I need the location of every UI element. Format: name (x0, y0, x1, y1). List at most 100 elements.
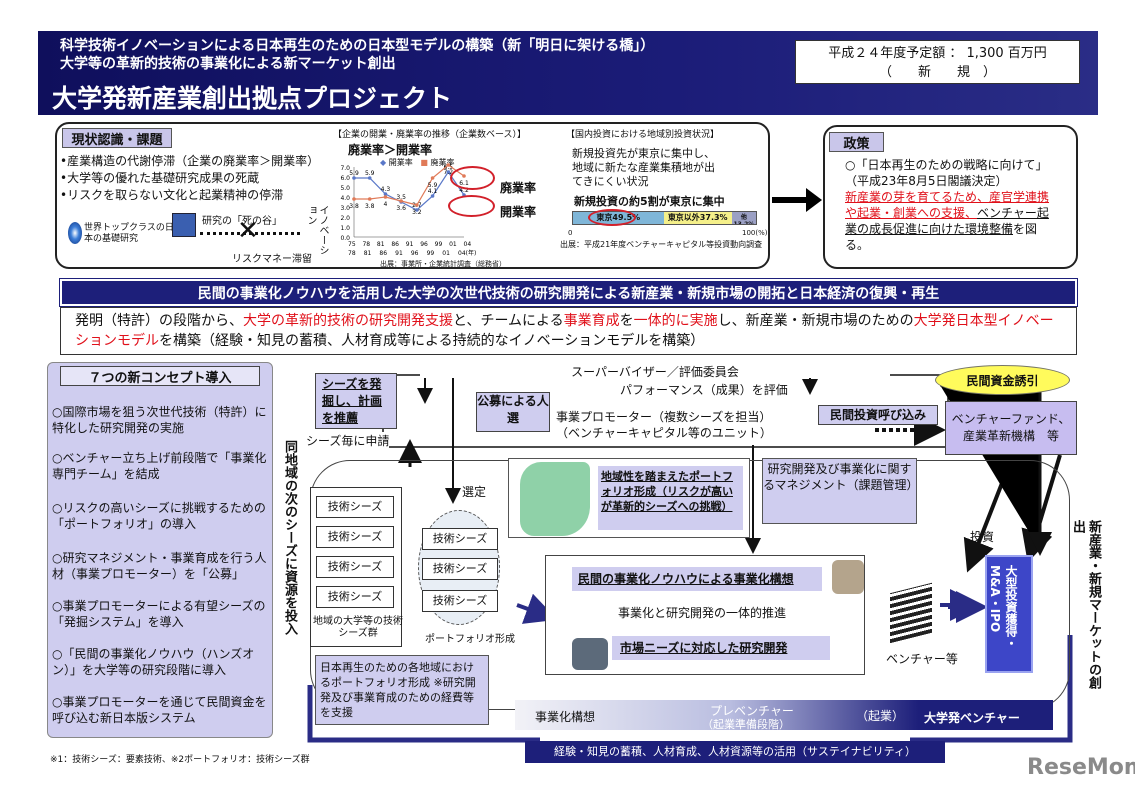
stage-1: 事業化構想 (535, 710, 596, 724)
research-image-2 (572, 638, 608, 670)
close-circle (450, 166, 495, 190)
glow-icon (68, 222, 82, 244)
policy-p4: を図る。 (845, 222, 1038, 252)
series-line (354, 164, 465, 206)
pf-seed-box: 技術シーズ (422, 590, 498, 612)
s-h: 大学発日本型イノベーションモデル (75, 313, 1054, 349)
resemom-logo: ReseMom (1027, 755, 1135, 780)
page-title: 大学発新産業創出拠点プロジェクト (52, 84, 453, 113)
data-point (446, 163, 451, 167)
chart1-title: 【企業の開業・廃業率の推移（企業数ベース）】 (333, 130, 527, 140)
seed-box: 技術シーズ (316, 556, 394, 578)
vc-box: ベンチャーファンド、産業革新機構 等 (945, 401, 1077, 455)
data-point (430, 176, 435, 180)
mgmt-box: 研究開発及び事業化に関するマネジメント（課題管理） (762, 458, 919, 524)
header-subtitle-1: 科学技術イノベーションによる日本再生のための日本型モデルの構築（新「明日に架ける… (60, 38, 655, 54)
ipo-box: 大型投資獲得・M&A・IPO (985, 555, 1033, 673)
seed-box: 技術シーズ (316, 586, 394, 608)
data-label: 4 (384, 201, 388, 208)
apply-label: シーズ毎に申請 (306, 432, 390, 449)
s-i: を構築（経験・知見の蓄積、人材育成等による持続的なイノベーションモデルを構築） (159, 333, 705, 349)
biz1-text: 民間の事業化ノウハウによる事業化構想 (578, 572, 794, 586)
x-tick: 91 (406, 241, 414, 248)
status-panel (55, 122, 770, 269)
data-label: 3.6 (396, 205, 406, 212)
y-tick: 0.0 (340, 235, 350, 242)
data-point (383, 195, 388, 199)
data-point (415, 203, 419, 207)
sustain-band: 経験・知見の蓄積、人材育成、人材資源等の活用（サステイナビリティ） (525, 741, 945, 763)
policy-p3: ベンチャー起業の成長促進に向けた環境整備 (845, 206, 1049, 236)
seed-discovery-box: シーズを発掘し、計画を推薦 (315, 373, 397, 429)
chart1-source: 出展：事業所・企業統計調査（総務省） (380, 260, 506, 268)
x-tick: 81 (364, 250, 372, 257)
performance-label: パフォーマンス（成果）を評価 (620, 381, 788, 398)
data-label: 5.9 (349, 170, 359, 177)
open-rate-label: 開業率 (500, 205, 537, 219)
concepts-heading: ７つの新コンセプト導入 (60, 366, 260, 386)
status-item: •リスクを取らない文化と起業精神の停滞 (60, 188, 284, 202)
venture-label: ベンチャー等 (886, 652, 958, 666)
portfolio-label: ポートフォリオ形成 (425, 634, 515, 645)
status-items: •産業構造の代謝停滞（企業の廃業率＞開業率） •大学等の優れた基礎研究成果の死蔵… (60, 153, 319, 204)
private-fund-badge: 民間資金誘引 (935, 365, 1070, 395)
status-item: •大学等の優れた基礎研究成果の死蔵 (60, 171, 260, 185)
concept-item: ○リスクの高いシーズに挑戦するための「ポートフォリオ」の導入 (52, 501, 266, 531)
tokyo-circle (588, 209, 636, 226)
biz1: 民間の事業化ノウハウによる事業化構想 (572, 567, 822, 591)
chart2-emphasis: 新規投資の約5割が東京に集中 (574, 195, 725, 208)
public-box: 公募による人選 (476, 392, 550, 432)
y-tick: 7.0 (340, 165, 350, 172)
chart2-axis-100: 100(%) (742, 229, 768, 237)
biz3: 市場ニーズに対応した研究開発 (612, 636, 830, 660)
s-e: を (619, 313, 634, 329)
support-box: 日本再生のための各地域におけるポートフォリオ形成 ※研究開発及び事業育成のための… (315, 655, 489, 725)
data-point (399, 199, 403, 203)
y-tick: 1.0 (340, 225, 350, 232)
x-tick: 99 (435, 241, 443, 248)
s-d: 事業育成 (563, 313, 620, 329)
building-icon (890, 582, 932, 644)
s-g: し、新産業・新規市場のための (717, 313, 914, 329)
x-tick: 96 (411, 250, 419, 257)
valley-label: 研究の「死の谷」 (202, 216, 282, 227)
footnote: ※1：技術シーズ：要素技術、※2ポートフォリオ：技術シーズ群 (50, 755, 310, 765)
x-tick: 99 (427, 250, 435, 257)
x-tick: 01 (449, 241, 457, 248)
cross-icon: ✕ (237, 216, 259, 246)
data-point (367, 176, 372, 180)
x-tick: 75 (348, 241, 356, 248)
chart2-title: 【国内投資における地域別投資状況】 (566, 130, 720, 140)
data-label: 3.2 (412, 209, 422, 216)
supervisor-label: スーパーバイザー／評価委員会 (420, 366, 890, 378)
seed-box: 技術シーズ (316, 496, 394, 518)
research-label: 世界トップクラスの日本の基礎研究 (84, 223, 174, 244)
y-tick: 3.0 (340, 205, 350, 212)
data-point (446, 170, 451, 174)
data-label: 4.1 (428, 188, 438, 195)
risk-money-label: リスクマネー滞留 (232, 254, 312, 265)
policy-p2: 新産業の芽を育てるため、産官学連携や起業・創業への支援、 (845, 190, 1050, 220)
x-tick: 78 (362, 241, 370, 248)
concepts-panel (47, 362, 273, 738)
concepts-list: ○国際市場を狙う次世代技術（特許）に特化した研究開発の実施 ○ベンチャー立ち上げ… (52, 404, 270, 734)
data-label: 3.5 (396, 194, 406, 201)
promoter-line1: 事業プロモーター（複数シーズを担当） (556, 410, 772, 424)
data-label: 5.9 (428, 182, 438, 189)
region-portfolio-label: 地域性を踏まえたポートフォリオ形成（リスクが高いが革新的シーズへの挑戦） (601, 470, 733, 513)
summary-box: 発明（特許）の段階から、大学の革新的技術の研究開発支援と、チームによる事業育成を… (60, 307, 1077, 355)
data-label: 6.5 (444, 164, 454, 171)
region-vertical-label: 同地域の次のシーズに資源を投入 (282, 440, 297, 635)
open-circle (448, 195, 495, 217)
research-image (172, 213, 196, 237)
biz3-text: 市場ニーズに対応した研究開発 (620, 641, 788, 655)
header-subtitle-2: 大学等の革新的技術の事業化による新マーケット創出 (60, 56, 396, 72)
x-tick: 01 (442, 250, 450, 257)
x-tick: 86 (379, 250, 387, 257)
stage-4: 大学発ベンチャー (924, 711, 1020, 725)
data-point (383, 192, 388, 196)
policy-text: ○「日本再生のための戦略に向けて」（平成23年8月5日閣議決定） 新産業の芽を育… (845, 157, 1060, 253)
chart1-svg: 7.06.05.04.03.02.01.00.05.95.94.33.52.74… (340, 163, 476, 257)
x-tick: 91 (395, 250, 403, 257)
stage-2b: （起業準備段階） (702, 718, 790, 731)
